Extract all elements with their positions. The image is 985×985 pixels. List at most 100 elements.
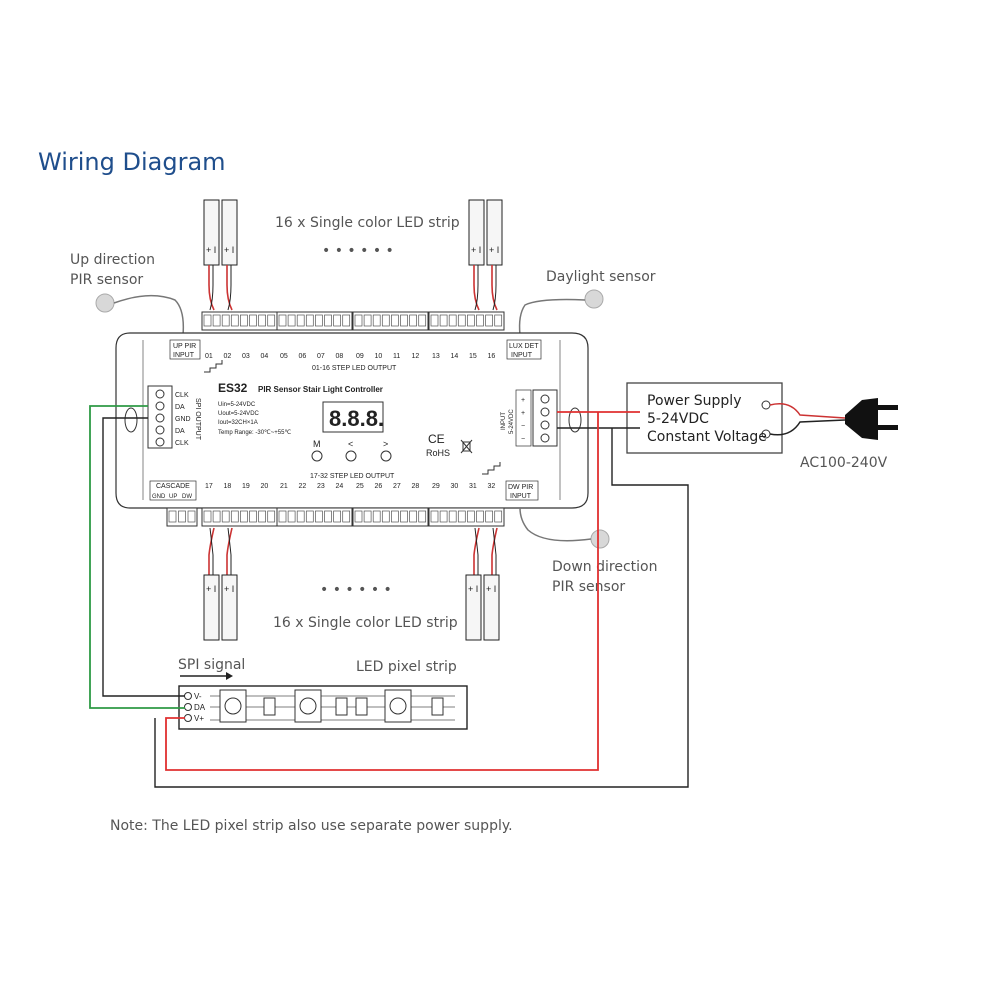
terminal-screw[interactable] <box>448 314 457 327</box>
terminal-screw[interactable] <box>203 510 212 523</box>
terminal-screw[interactable] <box>485 510 493 523</box>
terminal-screw[interactable] <box>230 314 239 327</box>
terminal-screw[interactable] <box>315 314 323 327</box>
top-strip-label: 16 x Single color LED strip <box>275 215 460 231</box>
terminal-screw[interactable] <box>324 314 332 327</box>
stair-icon <box>204 360 223 373</box>
spi-pin-clk2: CLK <box>175 440 189 447</box>
daylight-sensor <box>518 289 604 336</box>
strip-polarity: + I <box>468 584 478 594</box>
terminal-screw[interactable] <box>476 314 484 327</box>
terminal-screw[interactable] <box>457 314 466 327</box>
terminal-screw[interactable] <box>448 510 457 523</box>
terminal-screw[interactable] <box>381 314 390 327</box>
terminal-screw[interactable] <box>391 510 399 523</box>
terminal-screw[interactable] <box>354 510 363 523</box>
up-pir-label-1: Up direction <box>70 252 155 268</box>
pixel-chip <box>384 689 412 723</box>
terminal-screw[interactable] <box>278 314 287 327</box>
terminal-screw[interactable] <box>212 314 221 327</box>
spi-pin-gnd: GND <box>175 416 191 423</box>
button-m[interactable] <box>311 450 323 462</box>
terminal-screw[interactable] <box>342 314 351 327</box>
button-right[interactable] <box>380 450 392 462</box>
terminal-screw[interactable] <box>240 314 248 327</box>
terminal-screw[interactable] <box>354 314 363 327</box>
channel-label-17: 17 <box>205 483 213 490</box>
ps-line-2: 5-24VDC <box>647 411 709 427</box>
terminal-block <box>276 507 353 527</box>
up-pir-label-2: PIR sensor <box>70 272 143 288</box>
channel-label-26: 26 <box>375 483 383 490</box>
terminal-screw[interactable] <box>258 314 266 327</box>
terminal-screw[interactable] <box>457 510 466 523</box>
terminal-screw[interactable] <box>363 314 372 327</box>
terminal-screw[interactable] <box>267 510 276 523</box>
terminal-screw[interactable] <box>203 314 212 327</box>
terminal-screw[interactable] <box>296 510 305 523</box>
button-left[interactable] <box>345 450 357 462</box>
terminal-screw[interactable] <box>476 510 484 523</box>
terminal-screw[interactable] <box>333 510 341 523</box>
terminal-screw[interactable] <box>372 314 381 327</box>
terminal-screw[interactable] <box>333 314 341 327</box>
terminal-screw[interactable] <box>391 314 399 327</box>
terminal-screw[interactable] <box>342 510 351 523</box>
terminal-screw[interactable] <box>418 510 427 523</box>
terminal-screw[interactable] <box>305 314 314 327</box>
terminal-screw[interactable] <box>324 510 332 523</box>
terminal-screw[interactable] <box>400 510 408 523</box>
terminal-screw[interactable] <box>278 510 287 523</box>
terminal-screw[interactable] <box>230 510 239 523</box>
input-pin-3: − <box>521 423 525 430</box>
terminal-screw[interactable] <box>267 314 276 327</box>
button-right-label: > <box>383 439 388 449</box>
terminal-screw[interactable] <box>287 314 296 327</box>
terminal-screw[interactable] <box>400 314 408 327</box>
terminal-screw[interactable] <box>372 510 381 523</box>
terminal-screw[interactable] <box>439 314 448 327</box>
terminal-screw[interactable] <box>296 314 305 327</box>
spi-pin-da2: DA <box>175 428 185 435</box>
wires <box>89 405 689 788</box>
cascade-label: CASCADE <box>156 483 190 490</box>
terminal-block <box>352 507 429 527</box>
spec-temp: Temp Range: -30℃~+55℃ <box>218 430 291 436</box>
channel-label-05: 05 <box>280 353 288 360</box>
terminal-screw[interactable] <box>212 510 221 523</box>
terminal-screw[interactable] <box>249 510 257 523</box>
channel-label-01: 01 <box>205 353 213 360</box>
terminal-screw[interactable] <box>409 314 417 327</box>
bottom-strip-dots: • • • • • • <box>320 582 392 598</box>
terminal-screw[interactable] <box>315 510 323 523</box>
dw-pir-input-label-1: DW PIR <box>508 484 533 491</box>
lux-det-input-label-2: INPUT <box>511 352 533 359</box>
terminal-screw[interactable] <box>494 510 503 523</box>
terminal-screw[interactable] <box>494 314 503 327</box>
terminal-screw[interactable] <box>240 510 248 523</box>
terminal-screw[interactable] <box>363 510 372 523</box>
terminal-screw[interactable] <box>381 510 390 523</box>
terminal-screw[interactable] <box>221 510 230 523</box>
diagram-title: Wiring Diagram <box>38 148 226 176</box>
ps-line-3: Constant Voltage <box>647 429 767 445</box>
terminal-screw[interactable] <box>467 510 475 523</box>
terminal-screw[interactable] <box>305 510 314 523</box>
terminal-screw[interactable] <box>287 510 296 523</box>
terminal-screw[interactable] <box>467 314 475 327</box>
terminal-screw[interactable] <box>221 314 230 327</box>
terminal-screw[interactable] <box>430 314 439 327</box>
terminal-screw[interactable] <box>430 510 439 523</box>
terminal-screw[interactable] <box>485 314 493 327</box>
channel-label-23: 23 <box>317 483 325 490</box>
channel-label-10: 10 <box>375 353 383 360</box>
terminal-screw[interactable] <box>418 314 427 327</box>
terminal-screw[interactable] <box>249 314 257 327</box>
terminal-screw[interactable] <box>258 510 266 523</box>
terminal-screw[interactable] <box>439 510 448 523</box>
channel-label-27: 27 <box>393 483 401 490</box>
terminal-screw[interactable] <box>409 510 417 523</box>
channel-label-16: 16 <box>488 353 496 360</box>
channel-label-19: 19 <box>242 483 250 490</box>
lux-det-input-label-1: LUX DET <box>509 343 539 350</box>
